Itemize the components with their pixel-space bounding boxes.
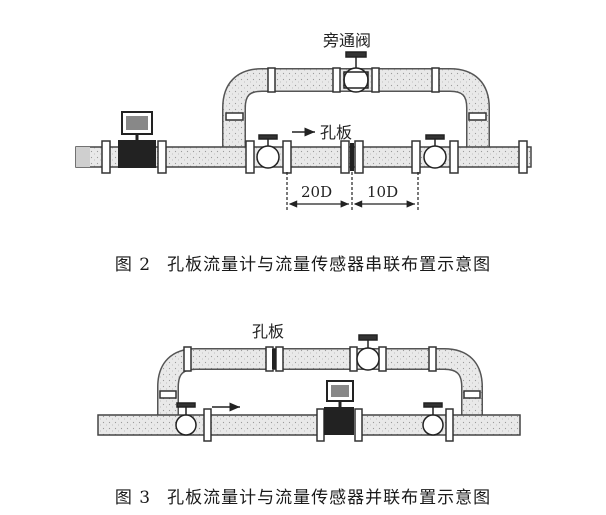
parallel-lower-pipe [97, 414, 521, 436]
lower-flanges [203, 408, 454, 442]
figure-3-caption: 图 3 孔板流量计与流量传感器并联布置示意图 [0, 483, 606, 508]
dim-downstream-label: 10D [367, 183, 398, 201]
main-flanges [101, 140, 528, 174]
lower-left-valve-icon [175, 402, 197, 436]
parallel-upper-pipe [157, 348, 483, 425]
upper-orifice-plate [272, 349, 276, 369]
lower-right-valve-icon [422, 402, 444, 436]
upstream-valve-icon [256, 134, 280, 169]
figure-2-caption: 图 2 孔板流量计与流量传感器串联布置示意图 [0, 250, 606, 275]
bypass-valve-label: 旁通阀 [323, 31, 371, 50]
orifice-plate [350, 143, 354, 171]
upper-flanges [159, 346, 481, 399]
upper-valve-icon [356, 334, 380, 371]
orifice-label-fig3: 孔板 [252, 322, 284, 341]
bypass-flanges [225, 67, 487, 121]
caption-text: 孔板流量计与流量传感器并联布置示意图 [167, 488, 492, 508]
bypass-valve-icon [343, 51, 369, 93]
figure-2-series-diagram: 孔板 旁通阀 20D 10D [0, 0, 606, 250]
caption-text: 孔板流量计与流量传感器串联布置示意图 [167, 255, 492, 275]
flow-sensor-icon [118, 111, 156, 168]
dimension-lines [286, 172, 419, 210]
downstream-valve-icon [423, 134, 447, 169]
flow-sensor-icon-fig3 [324, 380, 354, 435]
caption-number: 图 3 [114, 488, 152, 508]
dim-upstream-label: 20D [301, 183, 332, 201]
orifice-label: 孔板 [320, 123, 352, 142]
caption-number: 图 2 [114, 255, 152, 275]
figure-3-parallel-diagram: 孔板 [0, 295, 606, 480]
